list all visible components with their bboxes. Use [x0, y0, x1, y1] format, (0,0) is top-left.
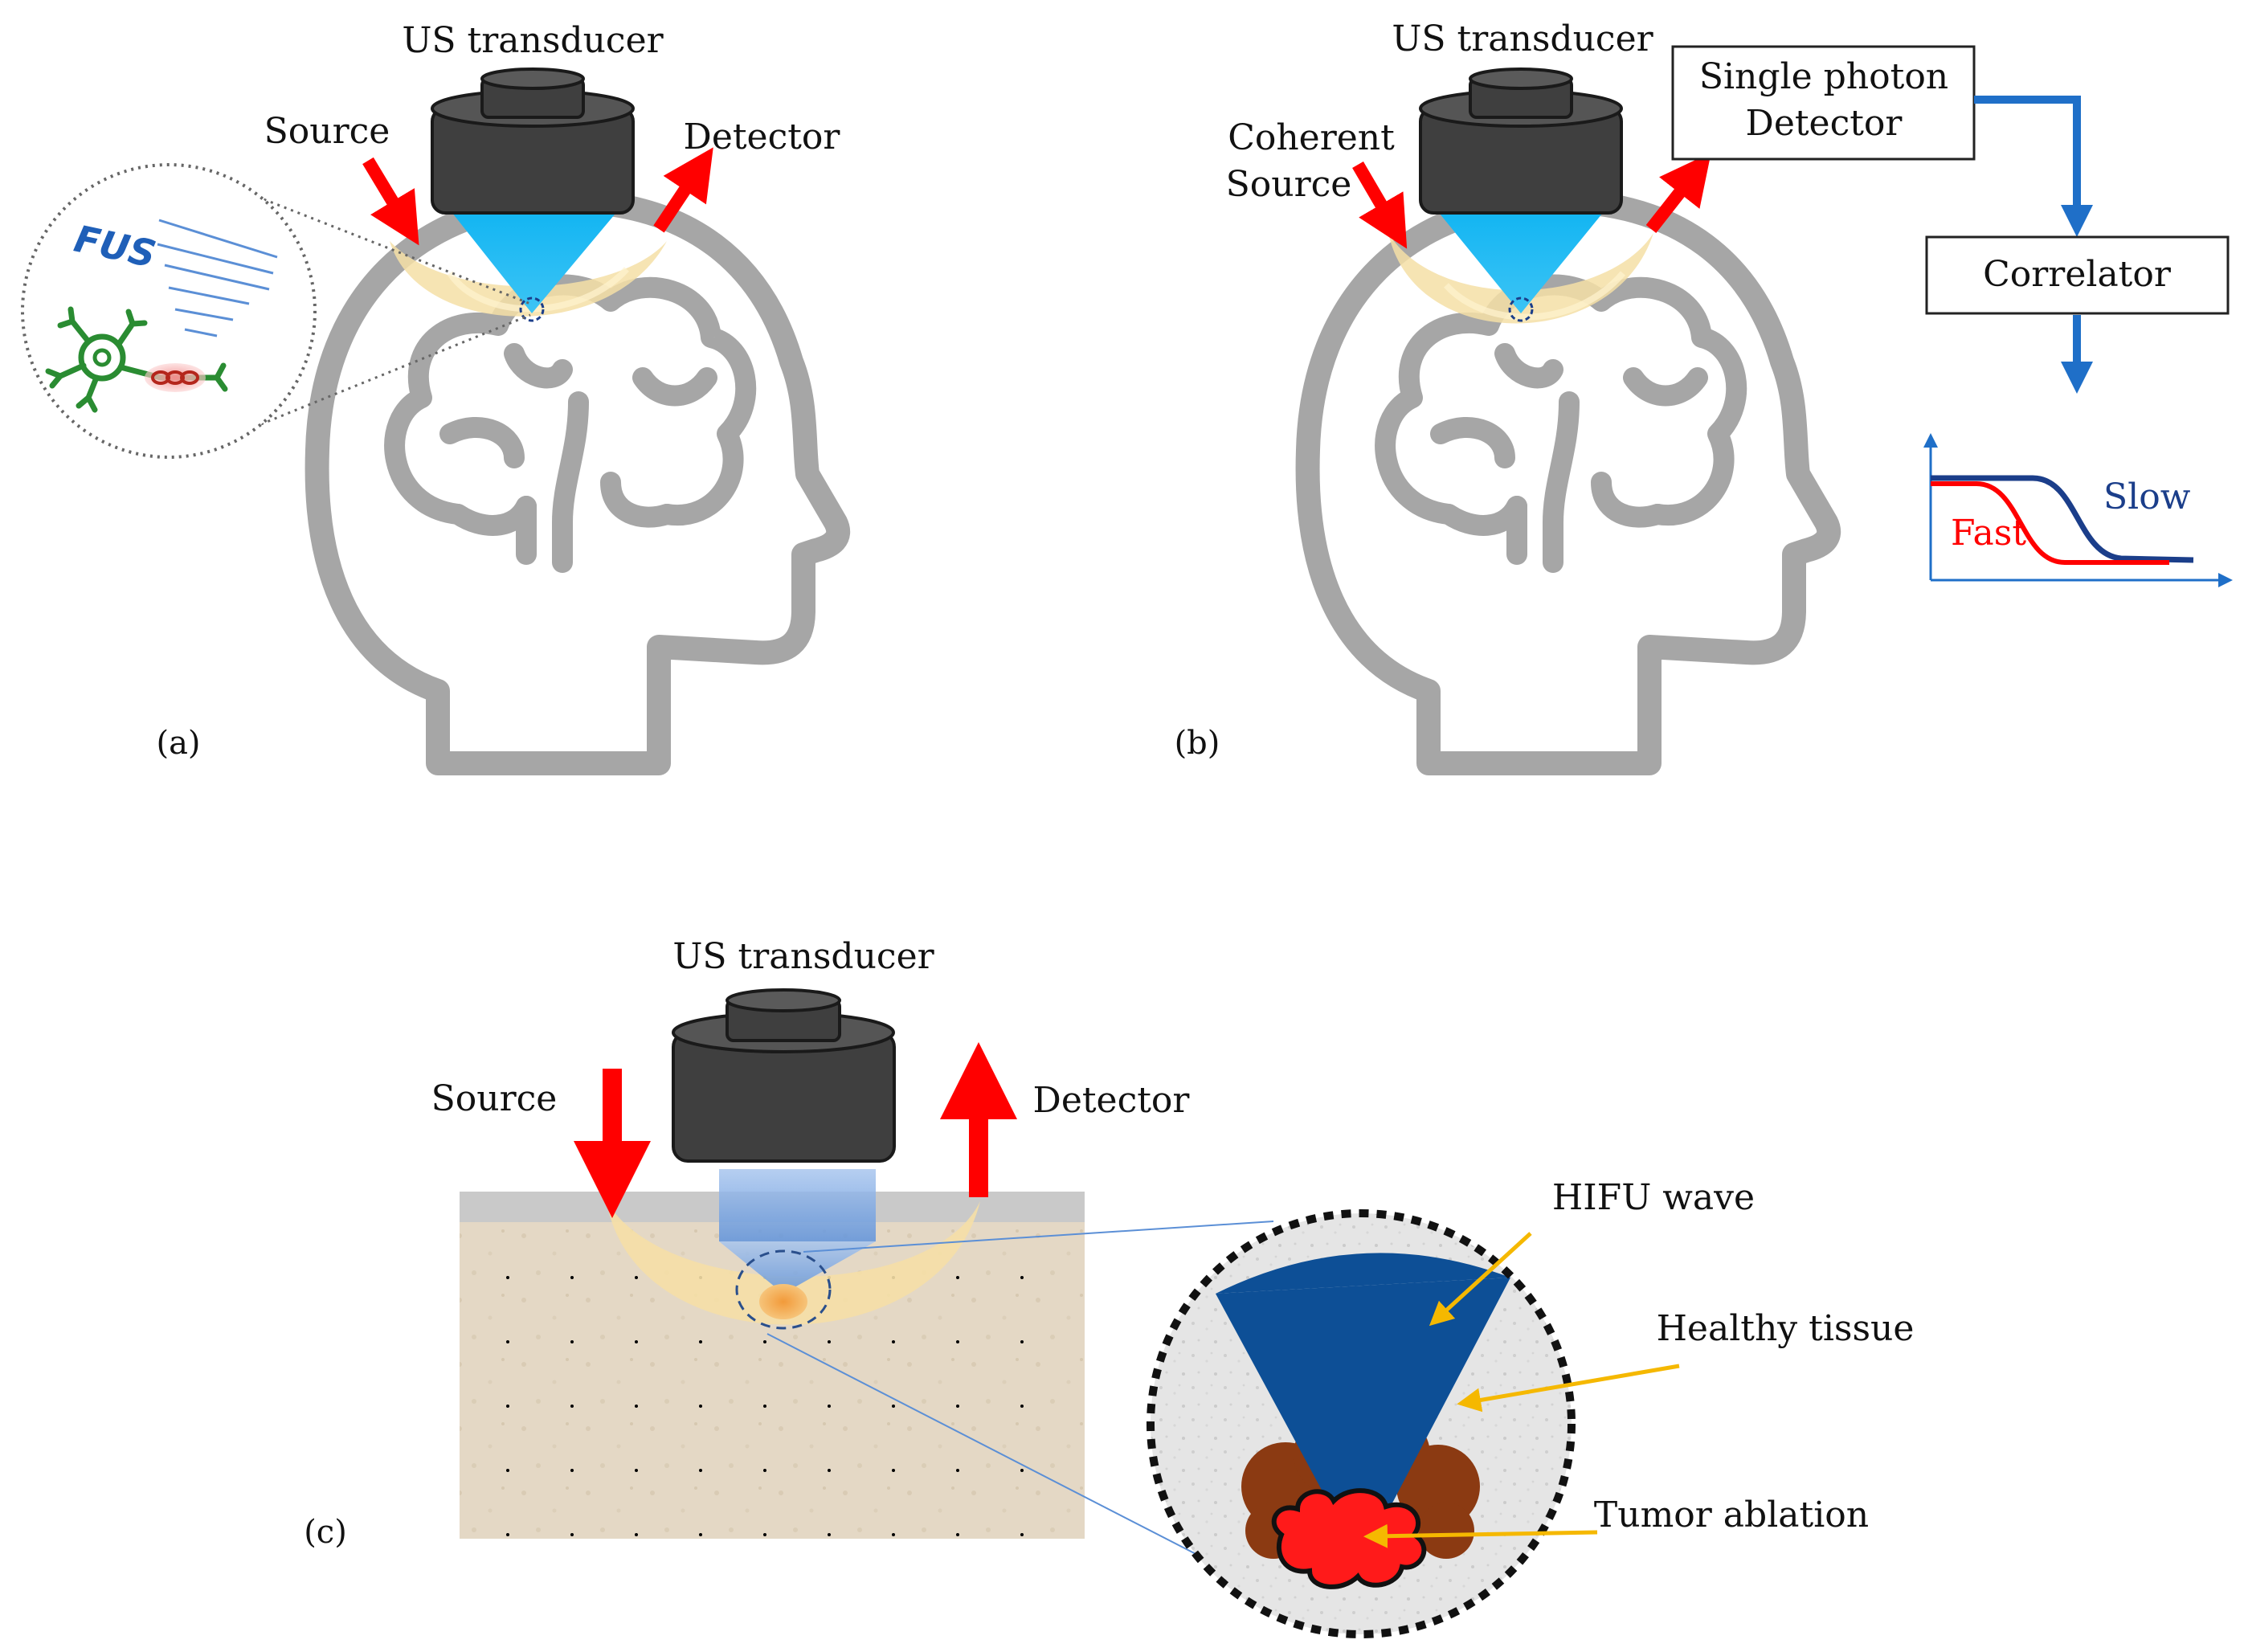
- source-arrow-a: [362, 157, 419, 246]
- detector-label-c: Detector: [1033, 1080, 1191, 1121]
- hifu-cone-top-arc: [1216, 1253, 1510, 1294]
- fast-curve: [1931, 481, 2169, 565]
- healthy-pointer-arrow: [1457, 1364, 1680, 1413]
- fus-wave-lines: [157, 219, 278, 337]
- hifu-pointer-arrow: [1429, 1232, 1532, 1327]
- brain-icon-b: [1375, 274, 1747, 573]
- correlator-label: Correlator: [1983, 254, 2172, 295]
- correlator-box: [1925, 235, 2230, 315]
- detector-label-a: Detector: [684, 117, 841, 157]
- light-banana-a: [390, 241, 667, 317]
- healthy-tissue-label: Healthy tissue: [1657, 1308, 1915, 1349]
- detector-arrow-a: [653, 147, 713, 233]
- zoom-circle-a: [21, 163, 317, 459]
- transducer-label-c: US transducer: [672, 936, 934, 977]
- tumor-ablation-region: [1271, 1488, 1427, 1589]
- stimulated-axon-spot: [145, 363, 206, 392]
- head-outline-a: [305, 189, 851, 775]
- focal-dashed-outline-c: [735, 1249, 832, 1330]
- ultrasound-beam-a: [446, 205, 623, 313]
- light-banana-b-inner: [1444, 271, 1626, 321]
- zoom-circle-outline-c: [1147, 1209, 1576, 1638]
- transducer-label-b: US transducer: [1392, 18, 1653, 59]
- light-banana-c: [607, 1201, 980, 1325]
- single-photon-detector-box: [1671, 45, 1976, 161]
- panel-label-c: (c): [304, 1514, 347, 1551]
- tumor-ablation-label: Tumor ablation: [1594, 1495, 1869, 1535]
- hifu-wave-cone: [1216, 1278, 1510, 1563]
- focal-spot-a: [519, 296, 545, 322]
- ultrasound-beam-c-top: [719, 1169, 876, 1241]
- brain-icon-a: [384, 274, 757, 573]
- us-transducer-a: [431, 67, 635, 215]
- slow-label: Slow: [2103, 476, 2191, 517]
- hifu-label: HIFU wave: [1552, 1177, 1755, 1218]
- source-label-a: Source: [264, 111, 390, 152]
- fast-label: Fast: [1951, 513, 2026, 554]
- panel-c: US transducer Source Detector HIFU wave …: [304, 936, 1915, 1638]
- zoom-line-bottom-a: [240, 313, 531, 434]
- source-label-c: Source: [431, 1078, 558, 1119]
- axon-segments: [151, 370, 199, 385]
- zoom-line-top-c: [803, 1221, 1274, 1253]
- zoom-contents-c: [1216, 1253, 1510, 1589]
- head-outline-b: [1295, 189, 1841, 775]
- transducer-label-a: US transducer: [402, 20, 664, 61]
- us-transducer-c: [672, 988, 896, 1163]
- ultrasound-beam-c: [719, 1241, 876, 1294]
- source-label-b-line2: Source: [1226, 164, 1352, 205]
- tumor-pointer-arrow: [1363, 1523, 1598, 1548]
- detector-box-line2: Detector: [1746, 103, 1903, 144]
- ultrasound-beam-b: [1433, 205, 1609, 313]
- correlation-plot: Slow Fast: [1923, 433, 2233, 587]
- zoom-line-top-a: [236, 187, 531, 305]
- focal-spot-b: [1508, 296, 1534, 322]
- slow-curve: [1931, 475, 2194, 563]
- detector-box-line1: Single photon: [1699, 56, 1948, 97]
- panel-a: FUS US transducer Source Detector (a): [21, 20, 851, 775]
- detector-to-correlator-arrow: [1974, 96, 2093, 237]
- panel-label-a: (a): [156, 725, 200, 762]
- focal-region-c: [759, 1284, 807, 1319]
- zoom-line-bottom-c: [766, 1333, 1206, 1560]
- source-label-b-line1: Coherent: [1228, 117, 1395, 158]
- panel-b: Single photon Detector Correlator Slow F…: [1175, 18, 2233, 775]
- us-transducer-b: [1419, 67, 1623, 215]
- detector-arrow-b: [1645, 152, 1711, 233]
- source-arrow-b: [1352, 161, 1408, 249]
- panel-label-b: (b): [1175, 725, 1220, 762]
